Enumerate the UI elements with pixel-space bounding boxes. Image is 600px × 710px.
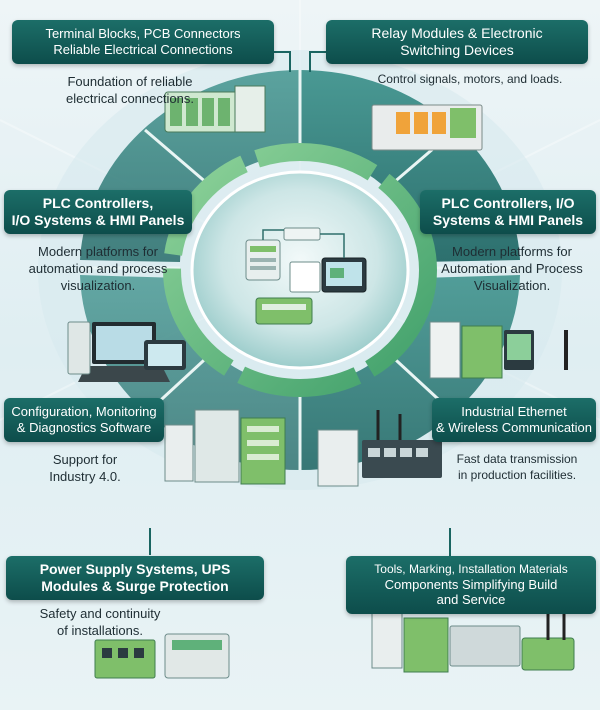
- tools-title-line3: and Service: [436, 592, 506, 608]
- tools-title-line2: Components Simplifying Build: [384, 576, 558, 592]
- software-desc: Support for Industry 4.0.: [20, 452, 150, 486]
- power-desc-line1: Safety and continuity: [39, 606, 161, 621]
- software-desc-line2: Industry 4.0.: [49, 468, 121, 484]
- hmi-touchscreen-icon: [321, 257, 367, 293]
- software-rack-icon: [164, 409, 286, 485]
- ethernet-desc-line2: in production facilities.: [457, 467, 577, 482]
- power-supply-icon: [94, 633, 230, 679]
- server-rack-icon: [255, 227, 321, 325]
- relay-modules-title-line1: Relay Modules & Electronic: [371, 25, 543, 42]
- relay-modules-desc-line1: Control signals, motors, and loads.: [377, 72, 563, 86]
- plc-right-title-line2: Systems & HMI Panels: [432, 212, 584, 228]
- power-desc: Safety and continuity of installations.: [10, 606, 190, 640]
- terminal-blocks-title-line1: Terminal Blocks, PCB Connectors: [45, 26, 241, 42]
- banner-tools: Tools, Marking, Installation Materials C…: [346, 556, 596, 614]
- plc-controller-icon: [245, 239, 281, 281]
- plc-right-desc-line3: Visualization.: [473, 277, 551, 293]
- plc-right-title-line1: PLC Controllers, I/O: [441, 195, 575, 212]
- plc-left-desc: Modern platforms for automation and proc…: [14, 244, 182, 295]
- ethernet-title-line2: & Wireless Communication: [435, 420, 593, 435]
- plc-rack-right-icon: [429, 321, 568, 379]
- software-desc-line1: Support for: [52, 452, 118, 467]
- banner-plc-right: PLC Controllers, I/O Systems & HMI Panel…: [420, 190, 596, 234]
- terminal-blocks-desc: Foundation of reliable electrical connec…: [30, 74, 230, 108]
- plc-left-desc-line3: visualization.: [60, 277, 136, 293]
- plc-left-desc-line1: Modern platforms for: [38, 244, 158, 259]
- relay-modules-title-line2: Switching Devices: [400, 42, 514, 58]
- relay-module-icon: [371, 104, 483, 151]
- terminal-blocks-desc-line2: electrical connections.: [66, 90, 194, 106]
- power-title-line2: Modules & Surge Protection: [41, 578, 229, 594]
- connector-lines: [149, 51, 451, 560]
- plc-right-desc-line2: Automation and Process: [441, 260, 583, 276]
- plc-left-title-line1: PLC Controllers,: [42, 195, 154, 212]
- center-hub: [163, 143, 437, 397]
- software-title-line2: & Diagnostics Software: [16, 420, 152, 435]
- banner-ethernet: Industrial Ethernet & Wireless Communica…: [432, 398, 596, 442]
- tools-title-line1: Tools, Marking, Installation Materials: [374, 562, 568, 577]
- power-desc-line2: of installations.: [57, 622, 143, 638]
- ethernet-switch-icon: [317, 410, 442, 487]
- banner-plc-left: PLC Controllers, I/O Systems & HMI Panel…: [4, 190, 192, 234]
- relay-modules-desc: Control signals, motors, and loads.: [360, 72, 580, 88]
- terminal-block-icon: [164, 85, 266, 133]
- ethernet-desc-line1: Fast data transmission: [456, 452, 578, 466]
- tools-device-icon: [371, 600, 575, 673]
- software-title-line1: Configuration, Monitoring: [11, 404, 157, 420]
- plc-left-desc-line2: automation and process: [28, 260, 168, 276]
- banner-software: Configuration, Monitoring & Diagnostics …: [4, 398, 164, 442]
- terminal-blocks-title-line2: Reliable Electrical Connections: [53, 42, 233, 57]
- plc-left-title-line2: I/O Systems & HMI Panels: [11, 212, 185, 228]
- plc-right-desc: Modern platforms for Automation and Proc…: [432, 244, 592, 295]
- ethernet-desc: Fast data transmission in production fac…: [442, 452, 592, 483]
- laptop-hmi-icon: [67, 321, 186, 382]
- ethernet-title-line1: Industrial Ethernet: [461, 404, 567, 420]
- banner-terminal-blocks: Terminal Blocks, PCB Connectors Reliable…: [12, 20, 274, 64]
- terminal-blocks-desc-line1: Foundation of reliable: [67, 74, 193, 89]
- plc-right-desc-line1: Modern platforms for: [452, 244, 572, 259]
- power-title-line1: Power Supply Systems, UPS: [39, 561, 231, 578]
- banner-relay-modules: Relay Modules & Electronic Switching Dev…: [326, 20, 588, 64]
- banner-power: Power Supply Systems, UPS Modules & Surg…: [6, 556, 264, 600]
